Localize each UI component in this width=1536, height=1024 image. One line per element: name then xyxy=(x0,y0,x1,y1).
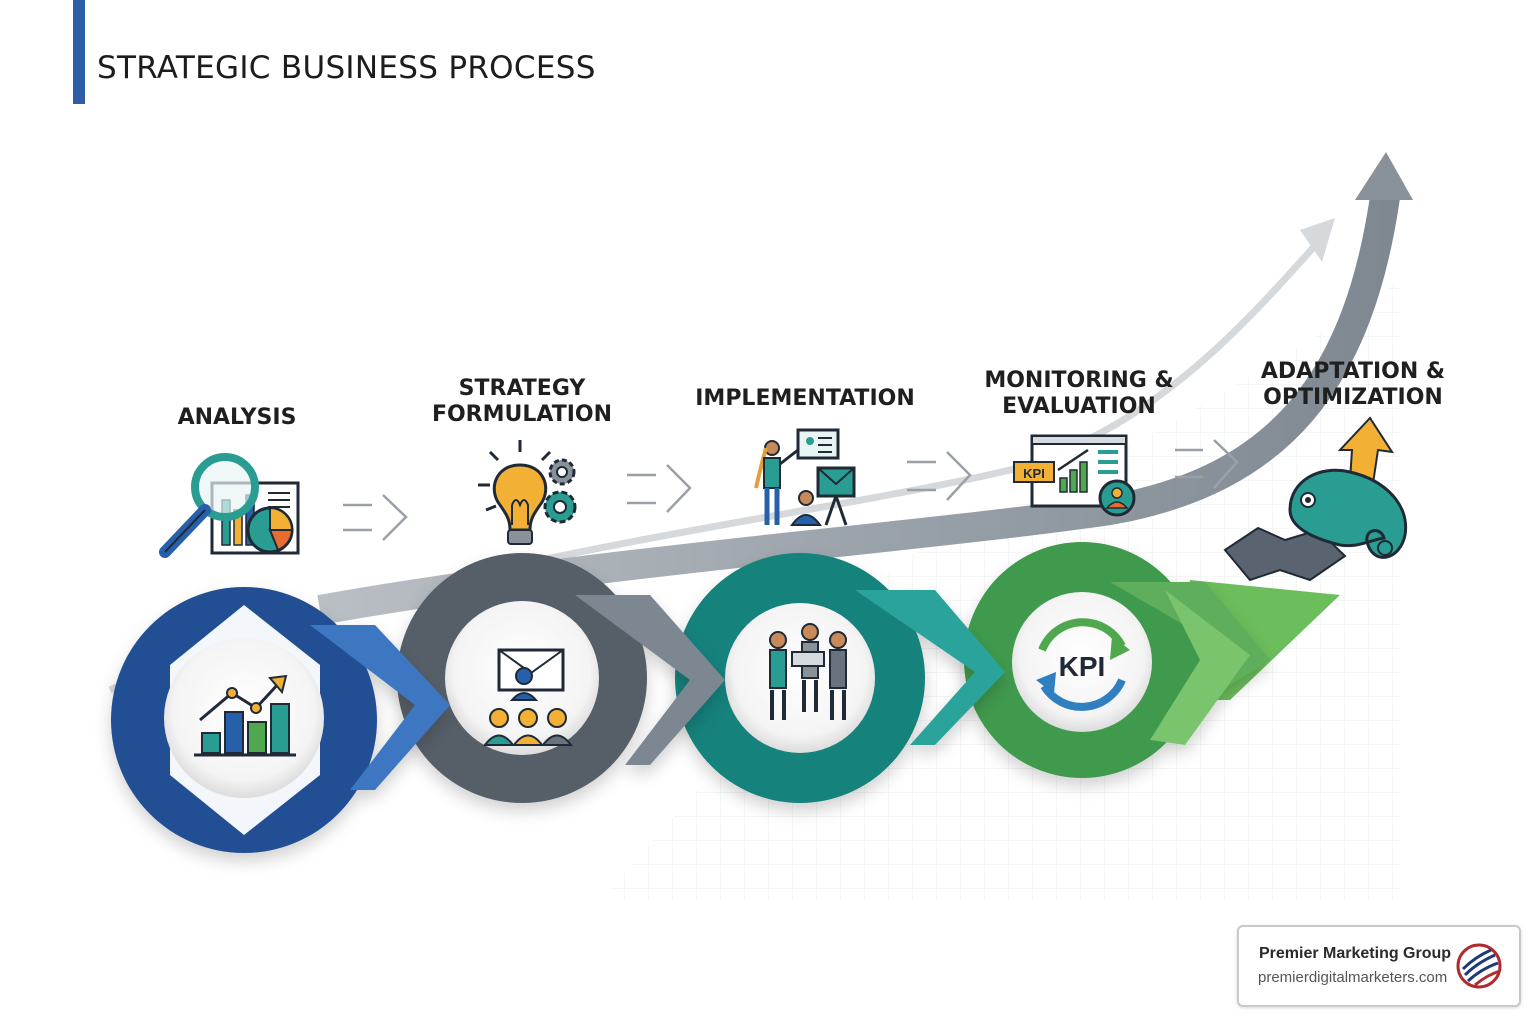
step-label-line: FORMULATION xyxy=(431,402,613,427)
title-accent-bar xyxy=(73,0,85,104)
team-presentation-icon xyxy=(483,648,573,746)
step-label-line: EVALUATION xyxy=(1002,394,1156,419)
step-label-monitoring-evaluation: MONITORING & EVALUATION xyxy=(964,368,1194,420)
step-label-line: MONITORING & xyxy=(984,368,1174,393)
lightbulb-gears-icon xyxy=(478,440,577,545)
step-label-analysis: ANALYSIS xyxy=(122,405,352,431)
brand-url[interactable]: premierdigitalmarketers.com xyxy=(1258,969,1448,986)
brand-logo-icon xyxy=(1456,943,1502,989)
step-label-implementation: IMPLEMENTATION xyxy=(690,386,920,412)
brand-name: Premier Marketing Group xyxy=(1259,945,1452,962)
page-title: STRATEGIC BUSINESS PROCESS xyxy=(97,50,596,86)
team-handshake-icon xyxy=(769,623,847,720)
bar-chart-trend-icon xyxy=(194,674,296,757)
kpi-badge-text: KPI xyxy=(1023,466,1045,481)
step-label-line: STRATEGY xyxy=(458,376,586,401)
people-presenting-icon xyxy=(754,428,856,526)
brand-card[interactable]: Premier Marketing Group premierdigitalma… xyxy=(1237,925,1521,1007)
kpi-dashboard-icon: KPI xyxy=(1013,434,1136,517)
chameleon-arrow-icon xyxy=(1223,416,1408,582)
kpi-cycle-icon: KPI xyxy=(1036,618,1130,711)
step-label-line: IMPLEMENTATION xyxy=(695,386,915,411)
kpi-ring-text: KPI xyxy=(1059,651,1106,682)
step-label-strategy-formulation: STRATEGY FORMULATION xyxy=(407,376,637,428)
ring-4 xyxy=(964,542,1270,778)
step-label-line: ADAPTATION & xyxy=(1260,359,1446,384)
magnifier-report-icon xyxy=(159,453,300,558)
step-label-line: OPTIMIZATION xyxy=(1263,385,1443,410)
chevron-separators xyxy=(343,439,1239,541)
step-label-adaptation-optimization: ADAPTATION & OPTIMIZATION xyxy=(1238,359,1468,411)
step-label-line: ANALYSIS xyxy=(177,405,297,430)
